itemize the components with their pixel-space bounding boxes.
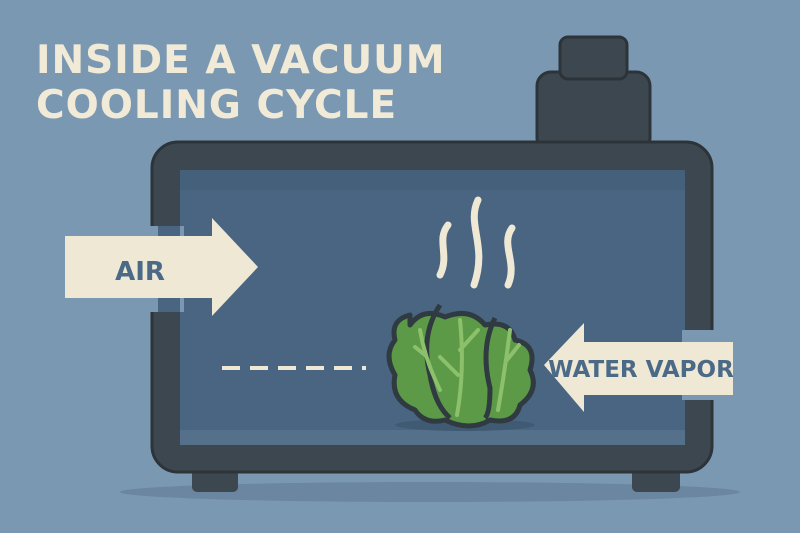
floor-shadow xyxy=(120,482,740,502)
steam-icon xyxy=(436,196,516,289)
title-line-1: INSIDE A VACUUM xyxy=(36,38,446,83)
air-arrow: AIR xyxy=(65,218,258,316)
water-vapor-arrow: WATER VAPOR xyxy=(544,323,734,412)
water-vapor-label: WATER VAPOR xyxy=(548,357,734,383)
air-label: AIR xyxy=(115,257,165,287)
lettuce-icon xyxy=(386,303,536,431)
title-line-2: COOLING CYCLE xyxy=(36,83,397,128)
vacuum-pump xyxy=(535,35,652,154)
